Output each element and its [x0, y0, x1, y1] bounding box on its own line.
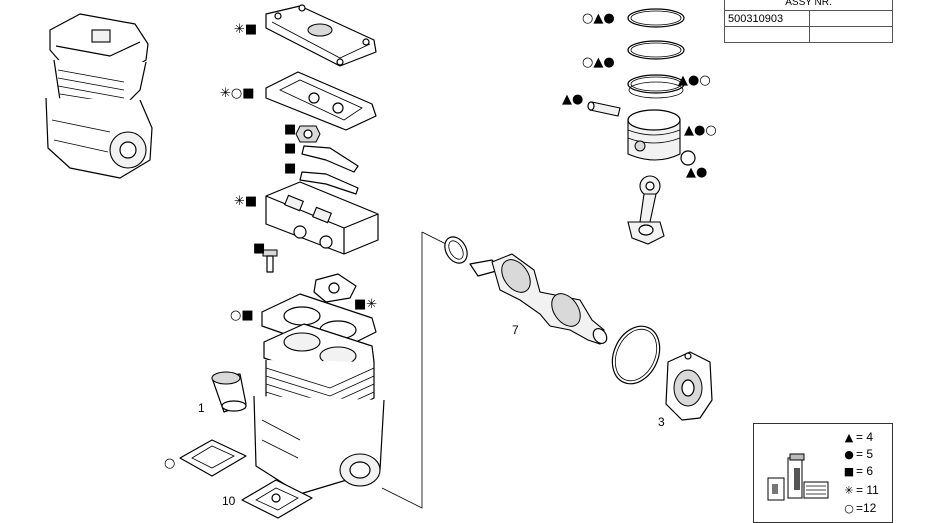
end-cover-illustration: [665, 351, 713, 421]
piston-pin-illustration: [587, 101, 621, 117]
marker-reed-bottom: ■: [284, 161, 296, 176]
callout-1: 1: [198, 401, 205, 415]
piston-illustration: [627, 109, 681, 161]
kit-boxes-icon: [767, 453, 829, 501]
callout-7: 7: [512, 323, 519, 337]
marker-bolt: ■: [253, 241, 265, 256]
table-row: 500310903: [724, 10, 893, 27]
bolt-illustration: [262, 249, 278, 273]
legend-item: ○=12: [842, 501, 876, 515]
legend-value: =12: [856, 501, 877, 515]
assembly-number-table: ASSY NR. 500310903: [724, 0, 893, 43]
cylinder-block-illustration: [253, 323, 385, 495]
marker-small-gasket: ■✳: [354, 297, 377, 312]
connecting-rod-illustration: [627, 175, 665, 245]
head-cover-illustration: [265, 4, 377, 67]
marker-reed-top: ■: [284, 141, 296, 156]
marker-nut: ■: [284, 122, 296, 137]
legend-value: = 5: [856, 447, 874, 461]
legend-item: ■= 6: [842, 464, 873, 478]
assembled-compressor-illustration: [45, 13, 153, 179]
bottom-gasket-illustration: [179, 439, 247, 477]
marker-ring-3: ▲●○: [678, 73, 711, 88]
crankshaft-illustration: [469, 253, 608, 345]
marker-ring-2: ○▲●: [582, 55, 615, 70]
table-row: [724, 26, 893, 43]
marker-head-cover: ✳■: [234, 22, 257, 37]
legend-symbol: ✳: [844, 484, 854, 497]
o-ring-illustration: [611, 325, 661, 385]
symbol-legend: ▲= 4 ●= 5 ■= 6 ✳= 11 ○=12: [753, 423, 893, 523]
legend-value: = 11: [856, 483, 879, 497]
marker-head-gasket: ✳○■: [220, 86, 255, 101]
legend-item: ▲= 4: [842, 430, 873, 444]
table-cell: 500310903: [724, 10, 810, 27]
legend-value: = 4: [856, 430, 874, 444]
table-cell: [724, 26, 810, 43]
reed-valves-illustration: [299, 145, 359, 195]
leader-lines: [381, 231, 447, 509]
marker-pin: ▲●: [562, 92, 583, 107]
marker-cylinder-gasket: ○■: [230, 308, 254, 323]
legend-item: ✳= 11: [842, 483, 879, 497]
legend-symbol: ●: [844, 448, 854, 461]
head-gasket-illustration: [265, 71, 377, 131]
marker-bottom-gasket: ○: [164, 456, 175, 471]
callout-3: 3: [658, 415, 665, 429]
marker-valve-plate: ✳■: [234, 194, 257, 209]
marker-circlip: ▲●: [686, 165, 707, 180]
legend-value: = 6: [856, 464, 874, 478]
marker-ring-1: ○▲●: [582, 11, 615, 26]
legend-symbol: ○: [844, 502, 854, 515]
marker-piston: ▲●○: [684, 123, 717, 138]
marker-labels: ✳■ ✳○■ ■ ■ ■ ✳■ ■ ■✳ ○■ ○▲● ○▲● ▲●○ ▲● ▲…: [164, 11, 717, 471]
callout-numbers: 1 3 7 10: [198, 323, 665, 508]
legend-symbol: ▲: [844, 431, 854, 444]
nut-illustration: [295, 125, 321, 143]
table-header: ASSY NR.: [724, 0, 893, 11]
legend-symbol: ■: [843, 465, 855, 478]
crankshaft-seal-ring-illustration: [444, 236, 468, 264]
bushing-illustration: [211, 371, 247, 413]
bottom-plate-illustration: [241, 479, 313, 519]
valve-plate-illustration: [265, 181, 379, 255]
circlip-illustration: [680, 150, 696, 166]
small-gasket-illustration: [313, 273, 357, 303]
legend-item: ●= 5: [842, 447, 873, 461]
table-cell: [809, 26, 893, 43]
piston-rings-illustration: [627, 8, 685, 99]
table-cell: [809, 10, 893, 27]
callout-10: 10: [222, 494, 236, 508]
